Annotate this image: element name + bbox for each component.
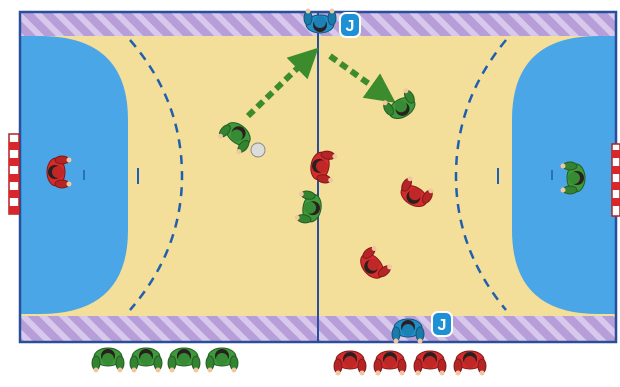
left-goal xyxy=(9,134,19,214)
left-goal-area xyxy=(20,36,128,314)
coach-marker-top: J xyxy=(340,13,360,37)
bench-red-player-1 xyxy=(334,351,366,376)
ball-icon xyxy=(251,143,265,157)
bench-red-player-4 xyxy=(454,351,486,376)
coach-marker-bottom-label: J xyxy=(438,317,447,334)
bench-green-player-1 xyxy=(92,348,124,373)
right-goal xyxy=(612,144,620,216)
bench-green-player-2 xyxy=(130,348,162,373)
bench-red-player-2 xyxy=(374,351,406,376)
coach-marker-bottom: J xyxy=(432,312,452,336)
bench-red-player-3 xyxy=(414,351,446,376)
coach-marker-top-label: J xyxy=(346,18,355,35)
bench-green-player-3 xyxy=(168,348,200,373)
right-goal-area xyxy=(512,36,616,314)
bench-green-player-4 xyxy=(206,348,238,373)
